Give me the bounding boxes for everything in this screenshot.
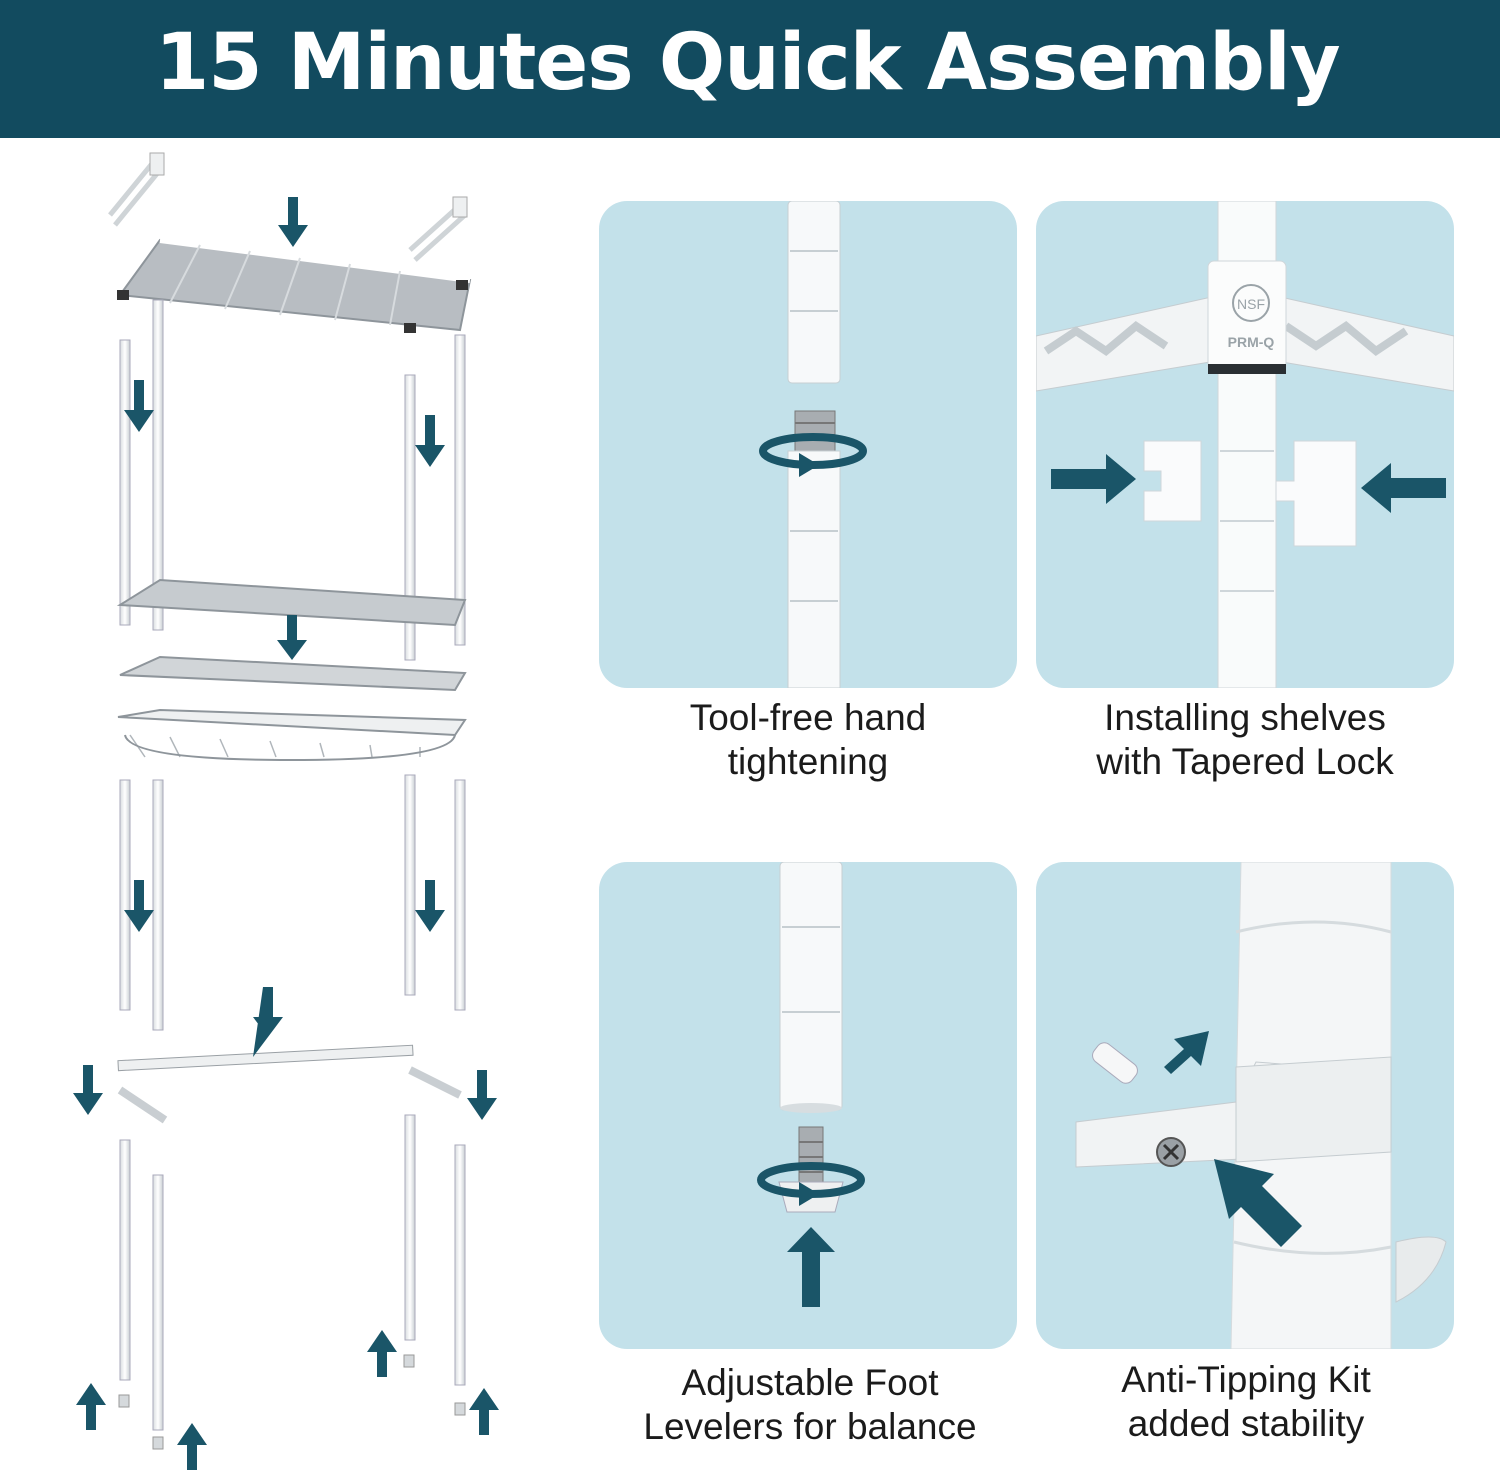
upper-poles [119, 299, 466, 661]
caption-line: Adjustable Foot [681, 1362, 939, 1403]
caption-line: tightening [727, 741, 889, 782]
rotate-arrow-icon [757, 1162, 865, 1206]
caption-foot-levelers: Adjustable Foot Levelers for balance [590, 1361, 1030, 1449]
caption-line: Tool-free hand [689, 697, 927, 738]
panel-anti-tipping [1036, 862, 1454, 1349]
caption-line: Installing shelves [1104, 697, 1386, 738]
push-arrow-icon [1051, 454, 1446, 513]
push-arrow-icon [1164, 1031, 1302, 1247]
caption-line: Anti-Tipping Kit [1121, 1359, 1371, 1400]
caption-line: added stability [1127, 1403, 1365, 1444]
top-shelf [117, 237, 472, 333]
header-banner: 15 Minutes Quick Assembly [0, 0, 1500, 138]
caption-anti-tipping: Anti-Tipping Kit added stability [1026, 1358, 1466, 1446]
caption-tool-free: Tool-free hand tightening [588, 696, 1028, 784]
rotate-arrow-icon [759, 433, 867, 477]
page-title: 15 Minutes Quick Assembly [155, 18, 1341, 108]
caption-line: Levelers for balance [643, 1406, 977, 1447]
hook-brackets-top [108, 158, 467, 262]
feet-poles [118, 1114, 466, 1450]
post-label: PRM-Q [1228, 334, 1275, 350]
middle-shelves [116, 578, 467, 762]
bottom-frame [117, 1044, 462, 1124]
lower-poles [119, 774, 466, 1031]
caption-tapered-lock: Installing shelves with Tapered Lock [1025, 696, 1465, 784]
panel-foot-levelers [599, 862, 1017, 1349]
assembly-arrows [73, 197, 499, 1470]
panel-tapered-lock: NSF PRM-Q [1036, 201, 1454, 688]
exploded-assembly-diagram [73, 152, 499, 1470]
caption-line: with Tapered Lock [1096, 741, 1394, 782]
panel-tool-free-tightening [599, 201, 1017, 688]
nsf-badge: NSF [1237, 296, 1265, 312]
